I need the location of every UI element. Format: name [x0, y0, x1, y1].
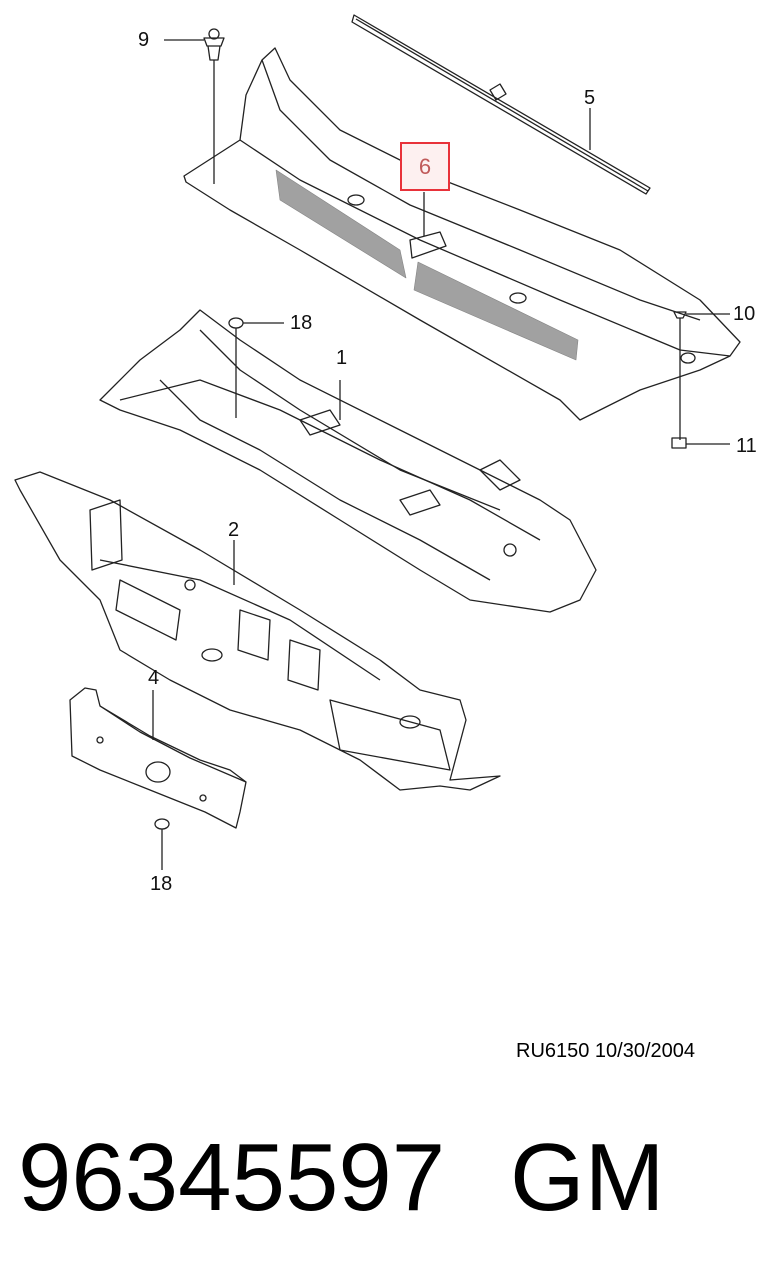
- part-4-bracket: [69, 687, 247, 829]
- callout-18-upper: 18: [290, 312, 313, 334]
- brand-name: GM: [510, 1124, 665, 1231]
- callout-18-lower: 18: [150, 873, 173, 895]
- callout-4: 4: [148, 667, 160, 689]
- part-11-nut: [671, 437, 730, 449]
- callout-5: 5: [584, 87, 596, 109]
- part-10-screw: [673, 311, 730, 440]
- callout-2: 2: [228, 519, 240, 541]
- part-6-cowl-panel: [183, 47, 741, 421]
- callout-6-highlight[interactable]: 6: [400, 142, 450, 191]
- callout-9: 9: [138, 29, 150, 51]
- part-1-dash-panel: [99, 309, 597, 613]
- part-18-grommet-upper: [228, 317, 284, 418]
- drawing-reference: RU6150 10/30/2004: [516, 1040, 696, 1062]
- part-5-weatherstrip: [351, 14, 651, 195]
- callout-6: 6: [418, 153, 432, 179]
- part-number: 96345597: [18, 1124, 446, 1231]
- part-2-lower-panel: [14, 471, 501, 791]
- callout-10: 10: [733, 303, 756, 325]
- callout-1: 1: [336, 347, 348, 369]
- callout-11: 11: [736, 435, 757, 457]
- part-18-grommet-lower: [154, 818, 170, 870]
- part-9-clip: [164, 28, 225, 184]
